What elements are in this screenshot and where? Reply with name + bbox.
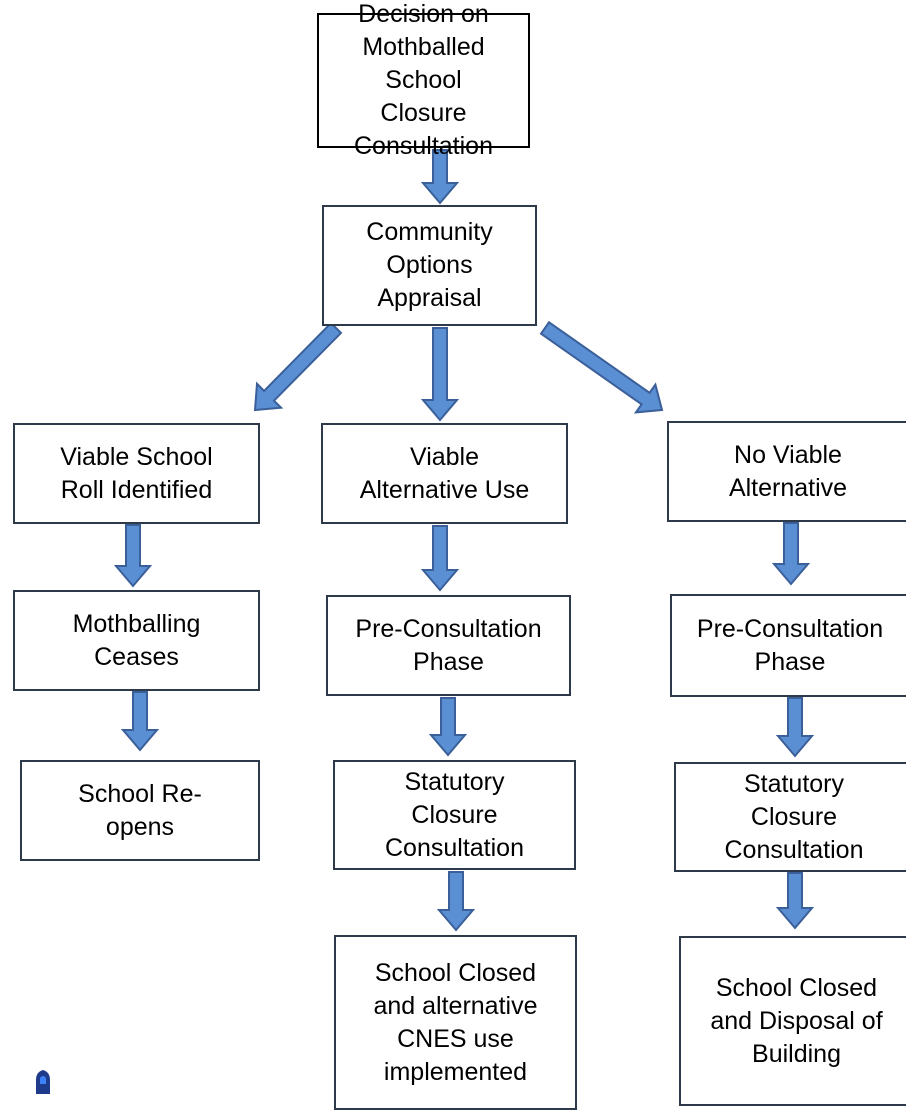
arrow-appraisal-to-no-viable: [539, 320, 664, 414]
arrow-no-viable-to-preconsult: [771, 522, 811, 586]
arrow-decision-to-appraisal: [420, 149, 460, 205]
node-viable-school-roll: Viable School Roll Identified: [13, 423, 260, 524]
node-community-options-appraisal: Community Options Appraisal: [322, 205, 537, 326]
node-preconsultation-right: Pre-Consultation Phase: [670, 594, 906, 697]
node-mothballing-ceases: Mothballing Ceases: [13, 590, 260, 691]
arrow-viable-roll-to-mothballing: [113, 524, 153, 588]
node-school-closed-alternative: School Closed and alternative CNES use i…: [334, 935, 577, 1110]
arrow-statutory-mid-to-closed: [436, 871, 476, 932]
node-no-viable-alternative: No Viable Alternative: [667, 421, 906, 522]
arrow-viable-alt-to-preconsult: [420, 525, 460, 592]
node-viable-alternative-use: Viable Alternative Use: [321, 423, 568, 524]
node-statutory-consultation-mid: Statutory Closure Consultation: [333, 760, 576, 870]
node-preconsultation-mid: Pre-Consultation Phase: [326, 595, 571, 696]
arrow-appraisal-to-viable-roll: [253, 321, 343, 412]
node-school-closed-disposal: School Closed and Disposal of Building: [679, 936, 906, 1106]
crest-icon: [36, 1070, 50, 1094]
arrow-statutory-right-to-closed: [775, 872, 815, 930]
arrow-mothballing-to-reopens: [120, 691, 160, 752]
node-statutory-consultation-right: Statutory Closure Consultation: [674, 762, 906, 872]
node-school-reopens: School Re- opens: [20, 760, 260, 861]
arrow-appraisal-to-viable-alt: [420, 327, 460, 422]
arrow-preconsult-to-statutory-right: [775, 697, 815, 758]
node-decision: Decision on Mothballed School Closure Co…: [317, 0, 530, 160]
arrow-preconsult-to-statutory-mid: [428, 697, 468, 757]
